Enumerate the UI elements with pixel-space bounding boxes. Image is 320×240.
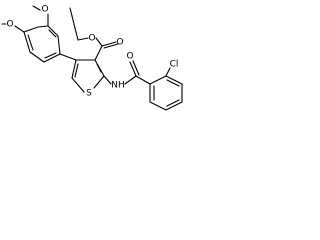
bond (166, 79, 180, 87)
bond (103, 43, 119, 49)
bond (74, 63, 79, 78)
bond (94, 45, 103, 61)
bond (101, 41, 117, 47)
bond (135, 75, 151, 85)
bond (44, 52, 57, 59)
molecule-structure: O O O O O S NH Cl (1, 5, 183, 111)
bond (71, 77, 85, 93)
bond (29, 51, 45, 63)
bond (32, 5, 41, 11)
bond (165, 101, 183, 111)
bond (48, 29, 57, 38)
bond (14, 25, 25, 33)
thiophene-sulfur: S (86, 89, 92, 99)
methoxy-oxygen-left: O (6, 20, 13, 30)
bond (124, 75, 137, 85)
atom-labels: O O O O O S NH Cl (6, 5, 178, 99)
methoxy-oxygen-top: O (41, 5, 48, 15)
bond (43, 53, 61, 63)
bond (129, 61, 137, 77)
bond-lines (1, 5, 183, 111)
bond (149, 75, 167, 85)
bond (71, 59, 77, 79)
amide-oxygen: O (126, 52, 133, 62)
amide-nitrogen: NH (111, 81, 125, 91)
bond (23, 26, 39, 33)
bond (103, 75, 112, 85)
bond (23, 31, 31, 53)
bond (166, 99, 180, 107)
bond (27, 34, 34, 51)
bond (165, 75, 183, 85)
bond (132, 60, 140, 76)
bond (165, 67, 171, 77)
bond (93, 75, 105, 89)
bond (37, 25, 49, 28)
ester-oxygen-single: O (88, 34, 95, 44)
bond (95, 37, 103, 47)
ester-oxygen-carbonyl: O (116, 38, 123, 48)
chlorine-atom: Cl (170, 60, 179, 70)
bond (57, 35, 61, 55)
bond (59, 53, 77, 61)
bond (96, 63, 102, 73)
bond (149, 101, 167, 111)
bond (47, 25, 59, 37)
bond (69, 7, 79, 41)
bond (77, 37, 89, 41)
